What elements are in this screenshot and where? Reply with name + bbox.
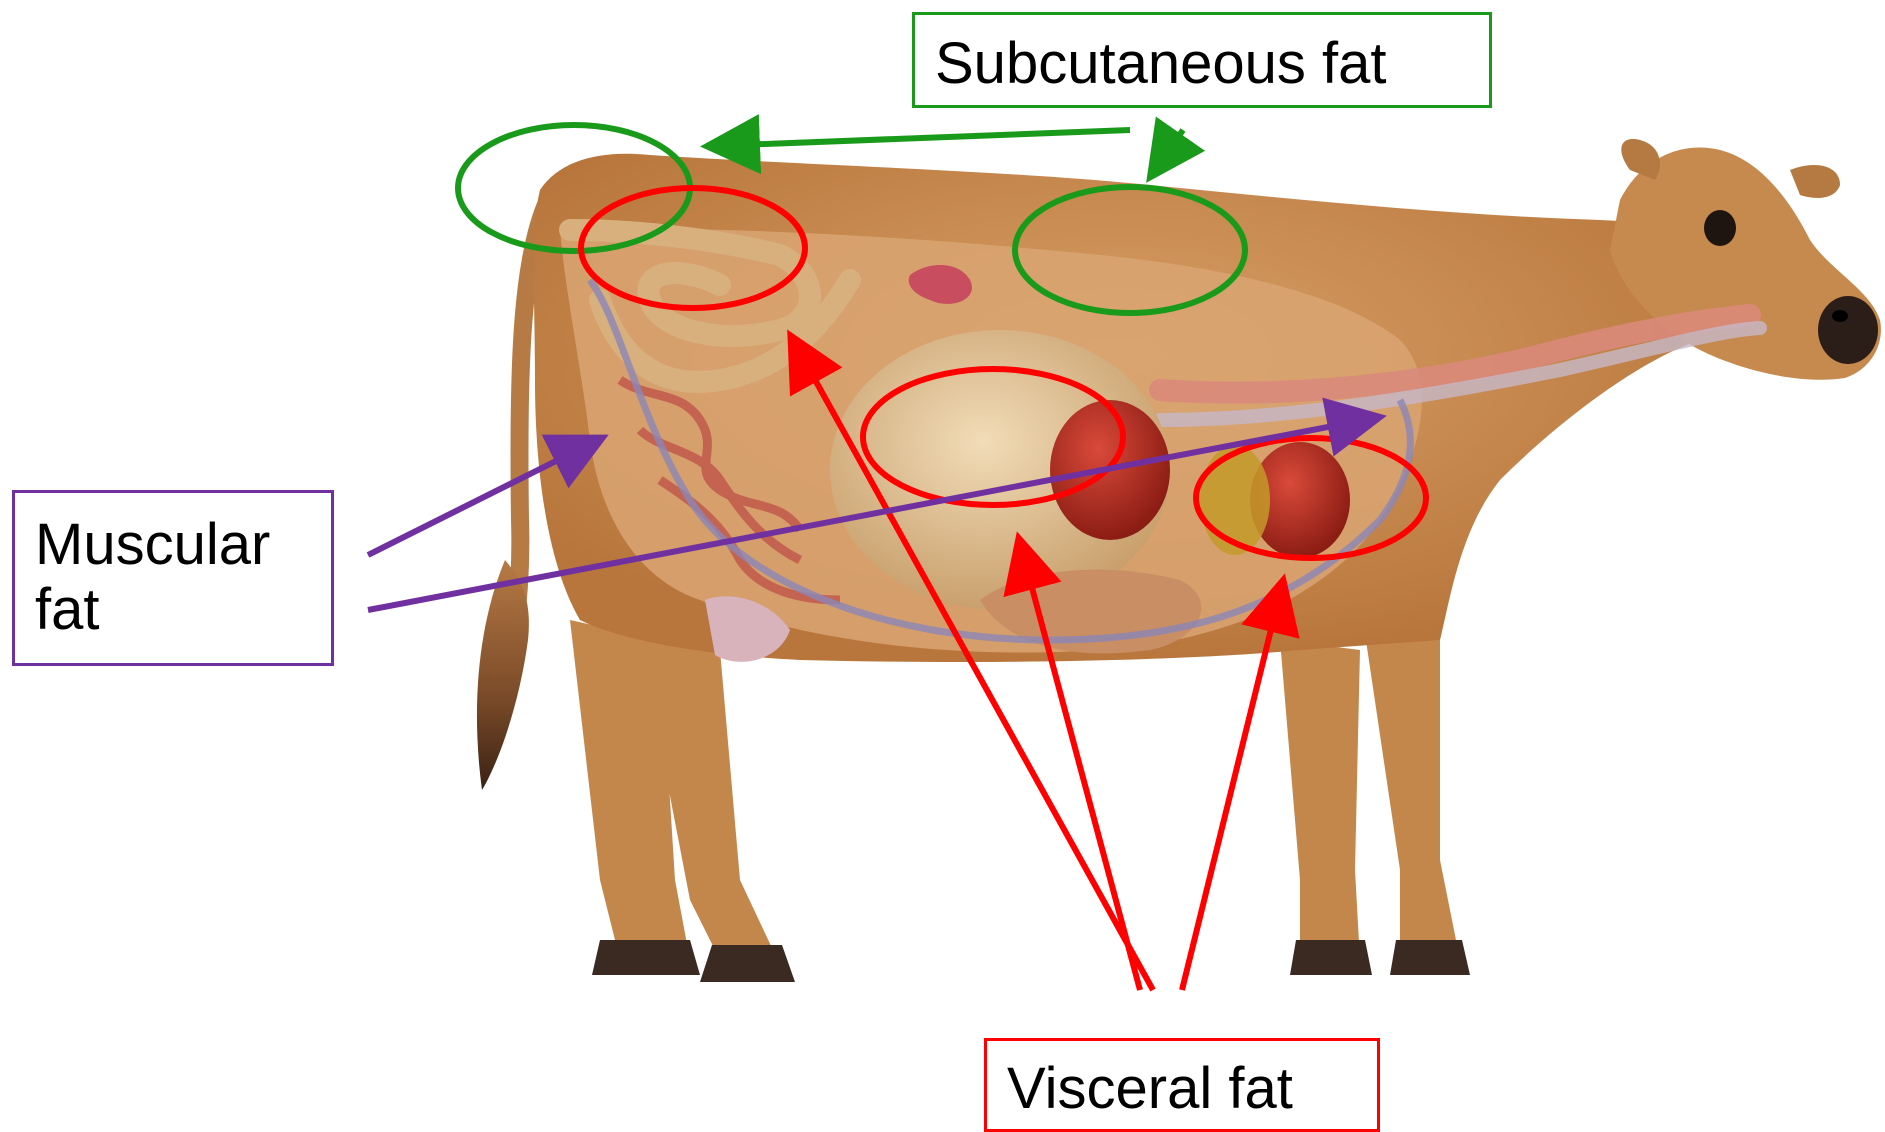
muscular-fat-text-line1: Muscular (35, 513, 331, 578)
visceral-arrow-heart (1182, 585, 1282, 990)
muscular-fat-label: Muscular fat (12, 490, 334, 666)
visceral-fat-text: Visceral fat (1007, 1056, 1293, 1121)
subcutaneous-arrow-back (1153, 130, 1183, 173)
visceral-region-rumen (863, 369, 1123, 505)
muscular-fat-text-line2: fat (35, 578, 331, 643)
visceral-arrow-intestines (793, 340, 1153, 990)
subcutaneous-fat-text: Subcutaneous fat (935, 31, 1386, 96)
visceral-region-heart (1196, 438, 1426, 558)
muscular-arrow-shoulder (368, 418, 1375, 610)
subcutaneous-region-back (1015, 187, 1245, 313)
visceral-arrow-rumen (1020, 543, 1140, 990)
muscular-arrow-hindquarter (368, 440, 598, 555)
subcutaneous-arrow-rump (712, 130, 1130, 146)
subcutaneous-region-rump (458, 125, 690, 251)
visceral-fat-label: Visceral fat (984, 1038, 1380, 1132)
subcutaneous-fat-label: Subcutaneous fat (912, 12, 1492, 108)
